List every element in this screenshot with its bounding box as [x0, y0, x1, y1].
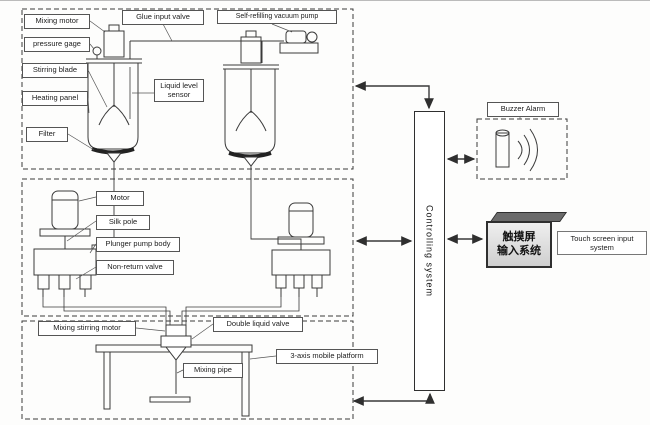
- label-touch-screen-input-system: Touch screen input system: [557, 231, 647, 255]
- plunger-pump-left: [33, 190, 97, 297]
- dispense-tubes: [42, 297, 300, 325]
- bottom-section-frame: [21, 320, 354, 420]
- label-non-return-valve: Non-return valve: [96, 260, 174, 275]
- glue-supply-pipe: [129, 40, 284, 63]
- touch-screen-display: 触摸屏 输入系统: [486, 221, 552, 268]
- label-self-refilling-vacuum-pump: Self-refilling vacuum pump: [217, 10, 337, 25]
- mixing-tank-left: [86, 24, 142, 163]
- plunger-pump-right: [271, 202, 331, 297]
- mixing-tank-right: [223, 30, 279, 167]
- middle-section-frame: [21, 178, 354, 317]
- touch-screen-text-line2: 输入系统: [497, 245, 541, 257]
- pressure-gauge-dial: [92, 46, 102, 56]
- sound-wave-icon: [517, 140, 523, 160]
- label-glue-input-valve: Glue input valve: [122, 10, 204, 25]
- label-motor: Motor: [96, 191, 144, 206]
- controlling-system-box: Controlling system: [414, 111, 445, 391]
- label-double-liquid-valve: Double liquid valve: [213, 317, 303, 332]
- vacuum-pump: [279, 30, 319, 54]
- touch-screen-device: 触摸屏 输入系统: [486, 212, 568, 270]
- label-pressure-gage: pressure gage: [24, 37, 90, 52]
- label-filter: Filter: [26, 127, 68, 142]
- mixing-head: [160, 324, 192, 394]
- touch-screen-text-line1: 触摸屏: [502, 231, 536, 244]
- label-mixing-motor: Mixing motor: [24, 14, 90, 29]
- label-stirring-blade: Stirring blade: [22, 63, 88, 78]
- top-section-frame: [21, 8, 354, 170]
- label-mixing-stirring-motor: Mixing stirring motor: [38, 321, 136, 336]
- buzzer: [476, 118, 568, 180]
- label-plunger-pump-body: Plunger pump body: [96, 237, 180, 252]
- label-3-axis-mobile-platform: 3-axis mobile platform: [276, 349, 378, 364]
- label-heating-panel: Heating panel: [22, 91, 88, 106]
- label-liquid-level-sensor: Liquid level sensor: [154, 79, 204, 103]
- label-silk-pole: Silk pole: [96, 215, 150, 230]
- leader-lines: [66, 20, 521, 374]
- controlling-system-label: Controlling system: [424, 204, 435, 298]
- label-mixing-pipe: Mixing pipe: [183, 363, 243, 378]
- controller-arrows: [352, 81, 484, 406]
- label-buzzer-alarm: Buzzer Alarm: [487, 102, 559, 117]
- arrow-bottom-section: [352, 392, 435, 406]
- arrow-top-section: [354, 81, 434, 110]
